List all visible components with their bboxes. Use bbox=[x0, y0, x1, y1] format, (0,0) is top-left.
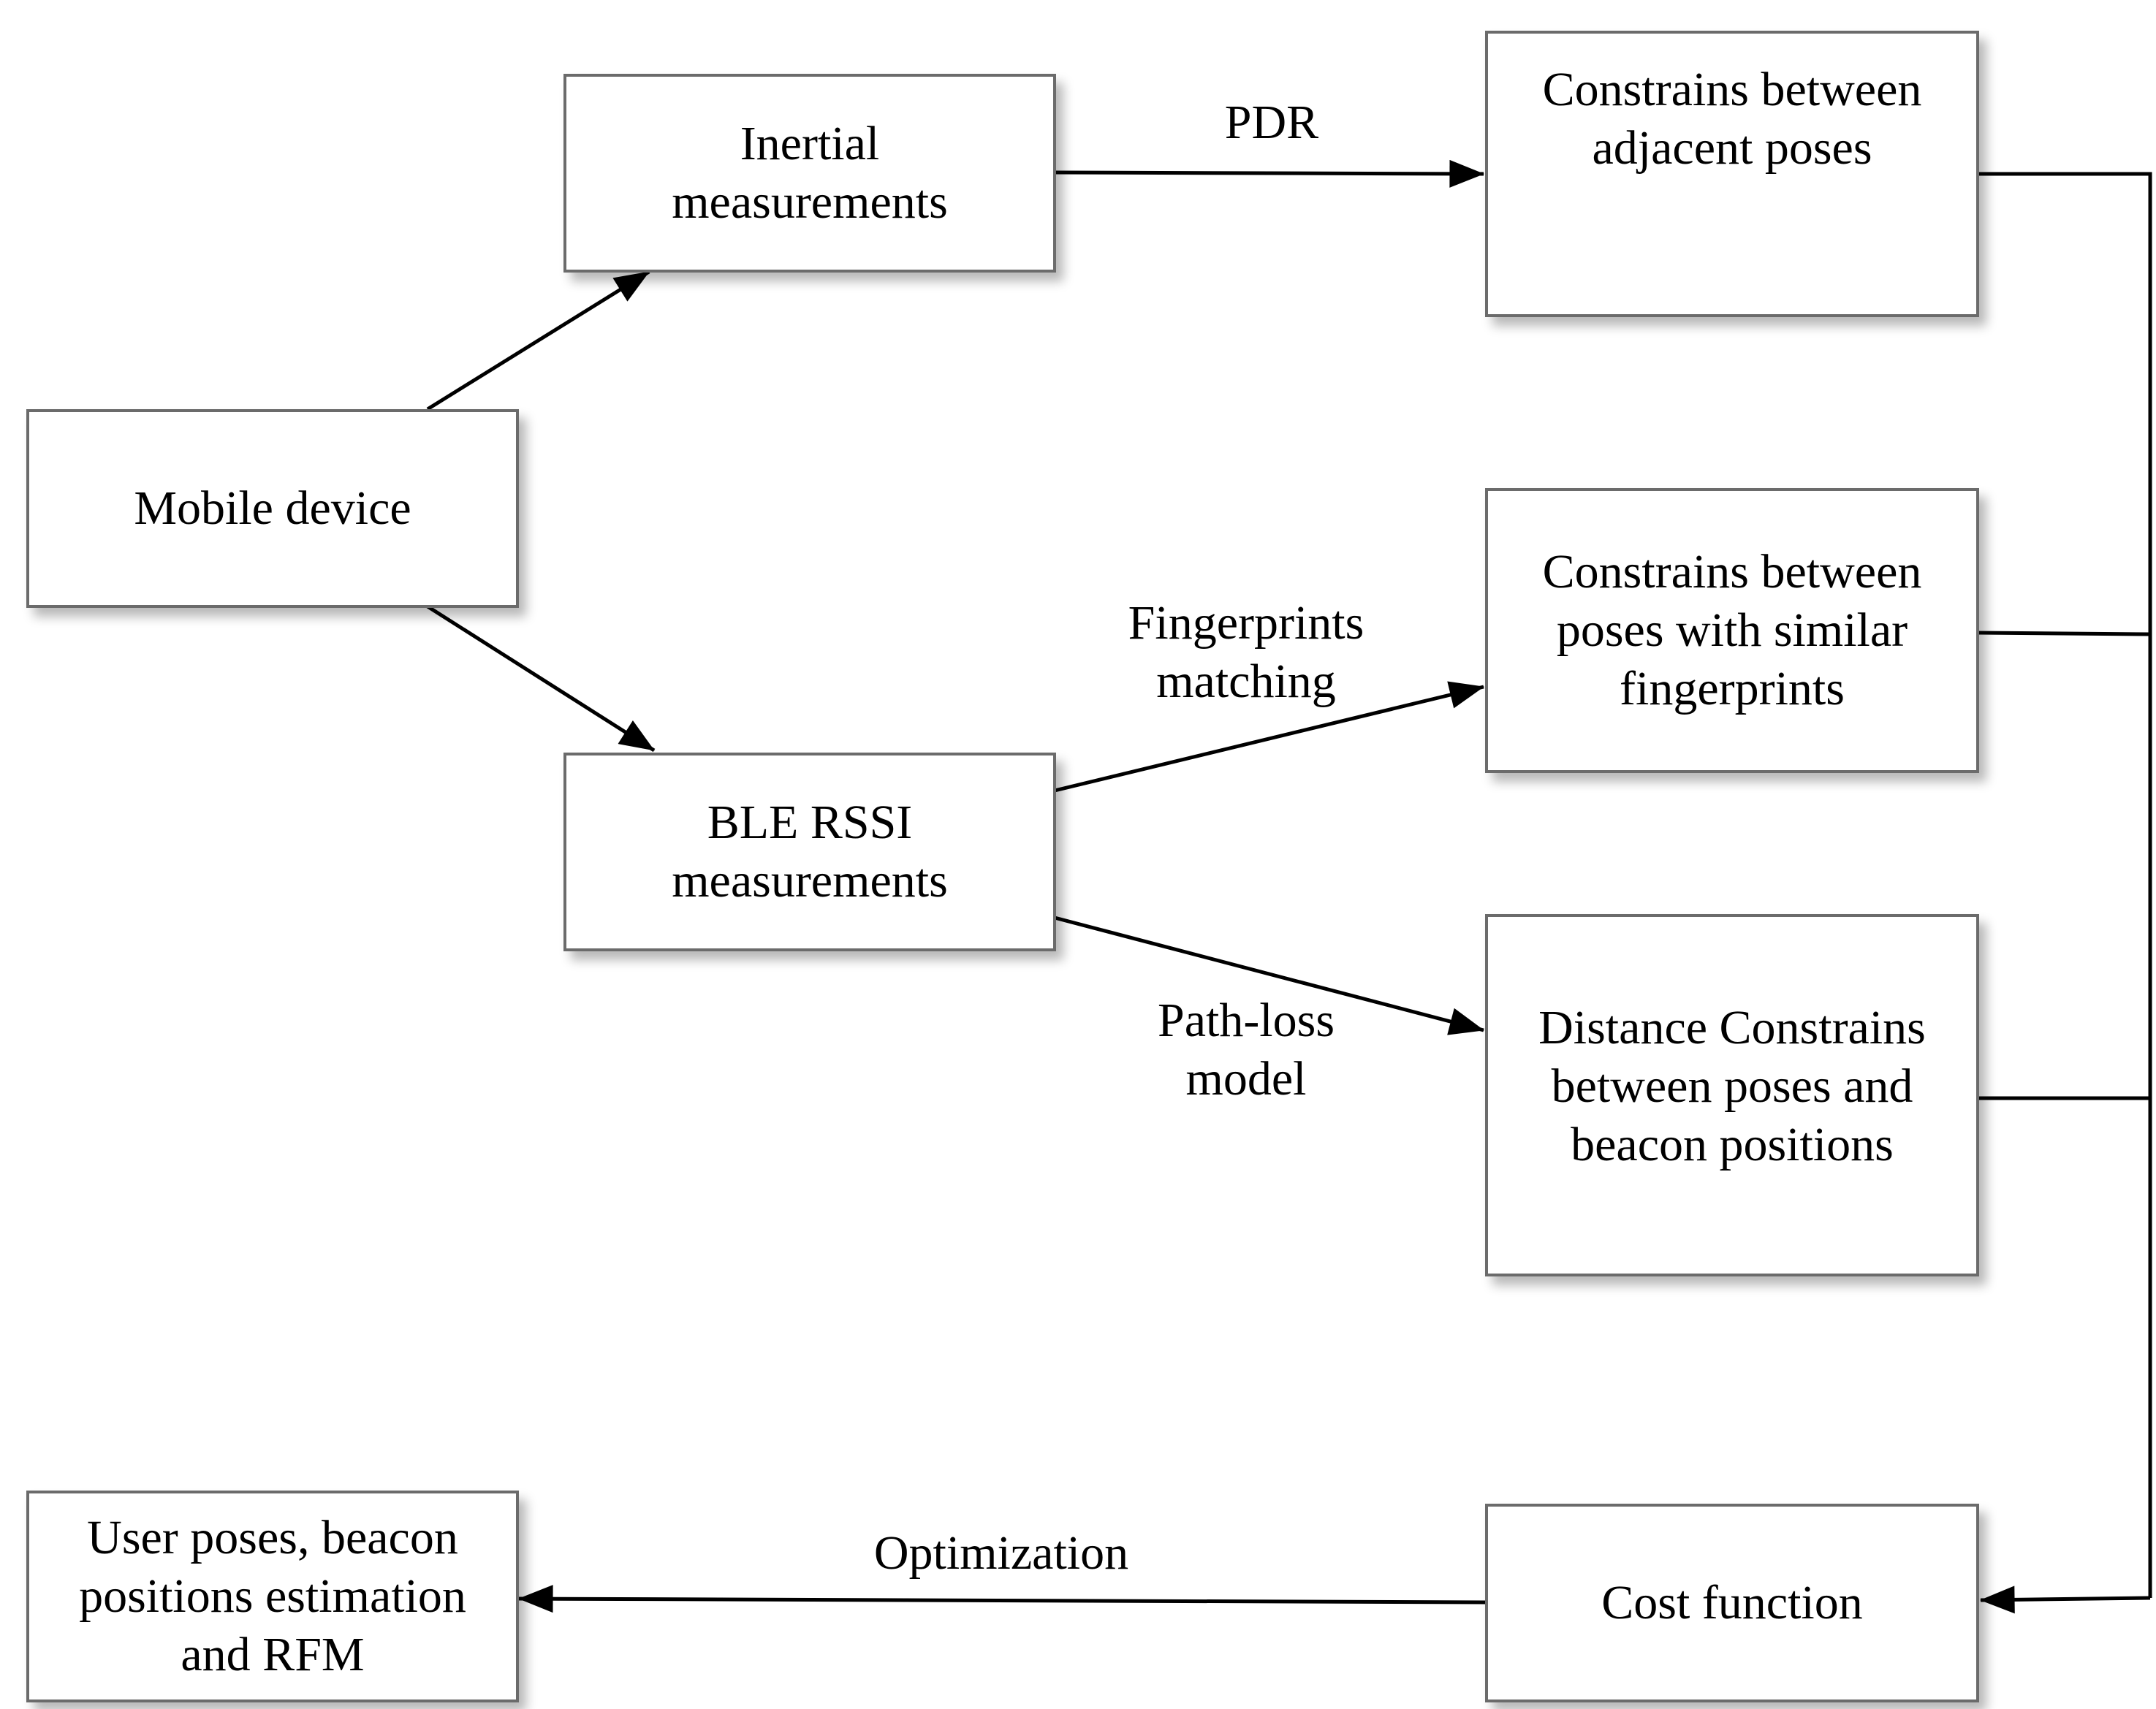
node-output-estimation-label: User poses, beacon positions estimation … bbox=[79, 1511, 466, 1681]
node-output-estimation: User poses, beacon positions estimation … bbox=[26, 1491, 519, 1702]
edge-label-path-loss-model: Path-loss model bbox=[1157, 994, 1335, 1105]
edge-label-pdr: PDR bbox=[1224, 96, 1319, 149]
node-constraint-adjacent-poses: Constrains between adjacent poses bbox=[1485, 31, 1979, 317]
connector-fingerprints-to-bus bbox=[1977, 631, 2151, 636]
node-mobile-device: Mobile device bbox=[26, 409, 519, 608]
node-cost-function-label: Cost function bbox=[1601, 1576, 1863, 1629]
edge-label-optimization: Optimization bbox=[873, 1526, 1129, 1580]
node-distance-constraints-label: Distance Constrains between poses and be… bbox=[1538, 1001, 1926, 1171]
arrow-pdr bbox=[1054, 159, 1484, 188]
arrow-optimization bbox=[518, 1585, 1486, 1613]
node-constraint-similar-fingerprints: Constrains between poses with similar fi… bbox=[1485, 488, 1979, 773]
node-ble-rssi-measurements-label: BLE RSSI measurements bbox=[672, 796, 948, 907]
node-ble-rssi-measurements: BLE RSSI measurements bbox=[563, 753, 1056, 951]
node-inertial-measurements-label: Inertial measurements bbox=[672, 117, 948, 229]
connector-bus bbox=[1978, 172, 2152, 1598]
arrow-fingerprints-matching bbox=[1054, 681, 1484, 793]
node-constraint-adjacent-poses-label: Constrains between adjacent poses bbox=[1542, 63, 1922, 175]
edge-label-fingerprints-matching: Fingerprints matching bbox=[1128, 596, 1364, 708]
arrow-bus-to-cost bbox=[1980, 1586, 2151, 1614]
arrow-mobile-to-inertial bbox=[426, 270, 650, 411]
arrow-mobile-to-ble bbox=[426, 604, 656, 753]
node-constraint-similar-fingerprints-label: Constrains between poses with similar fi… bbox=[1542, 545, 1922, 715]
node-mobile-device-label: Mobile device bbox=[134, 482, 411, 535]
arrow-path-loss bbox=[1054, 916, 1484, 1035]
node-inertial-measurements: Inertial measurements bbox=[563, 74, 1056, 273]
node-distance-constraints: Distance Constrains between poses and be… bbox=[1485, 914, 1979, 1276]
node-cost-function: Cost function bbox=[1485, 1504, 1979, 1702]
